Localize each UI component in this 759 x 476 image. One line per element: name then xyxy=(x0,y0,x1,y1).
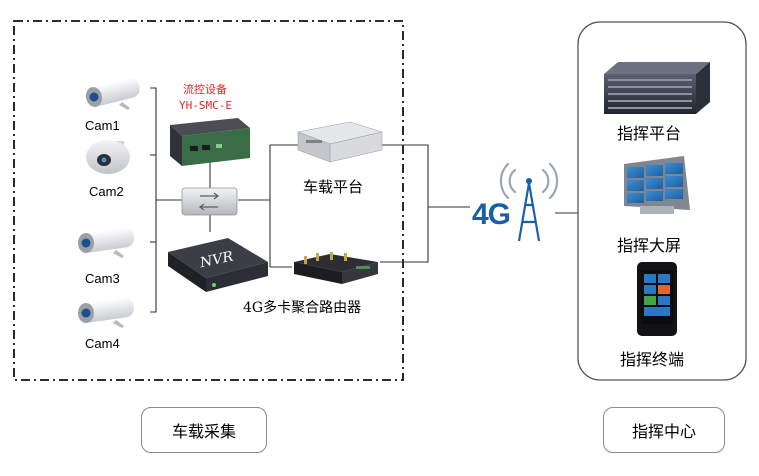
command-center-frame xyxy=(577,21,747,381)
router-icon xyxy=(294,252,378,284)
command-item-label: 指挥大屏 xyxy=(617,236,682,255)
network-switch-icon xyxy=(181,187,238,216)
4g-tower-icon xyxy=(499,162,559,242)
cam-label: Cam2 xyxy=(89,184,124,199)
network-4g-label: 4G xyxy=(472,198,511,231)
command-item-label: 指挥平台 xyxy=(617,124,682,143)
connection-lines xyxy=(150,87,578,313)
camera-icon xyxy=(78,227,134,258)
flow-control-device-icon xyxy=(170,118,250,166)
video-wall-icon xyxy=(624,156,690,214)
camera-icon xyxy=(78,297,134,328)
flow-device-name: 流控设备 xyxy=(183,83,227,96)
vehicle-platform-icon xyxy=(297,121,383,163)
nvr-icon xyxy=(168,238,268,292)
cam-label: Cam3 xyxy=(85,271,120,286)
command-section-label: 指挥中心 xyxy=(603,407,725,453)
cam-label: Cam1 xyxy=(85,118,120,133)
router-label: 4G多卡聚合路由器 xyxy=(243,300,362,316)
vehicle-platform-label: 车载平台 xyxy=(303,178,364,196)
camera-icon xyxy=(85,77,140,110)
command-item-label: 指挥终端 xyxy=(620,350,685,369)
mobile-terminal-icon xyxy=(637,262,677,336)
dome-camera-icon xyxy=(86,140,130,174)
vehicle-frame xyxy=(13,20,404,381)
command-platform-icon xyxy=(604,62,710,114)
cam-label: Cam4 xyxy=(85,336,120,351)
vehicle-section-label: 车载采集 xyxy=(141,407,267,453)
flow-device-model: YH-SMC-E xyxy=(179,99,232,112)
